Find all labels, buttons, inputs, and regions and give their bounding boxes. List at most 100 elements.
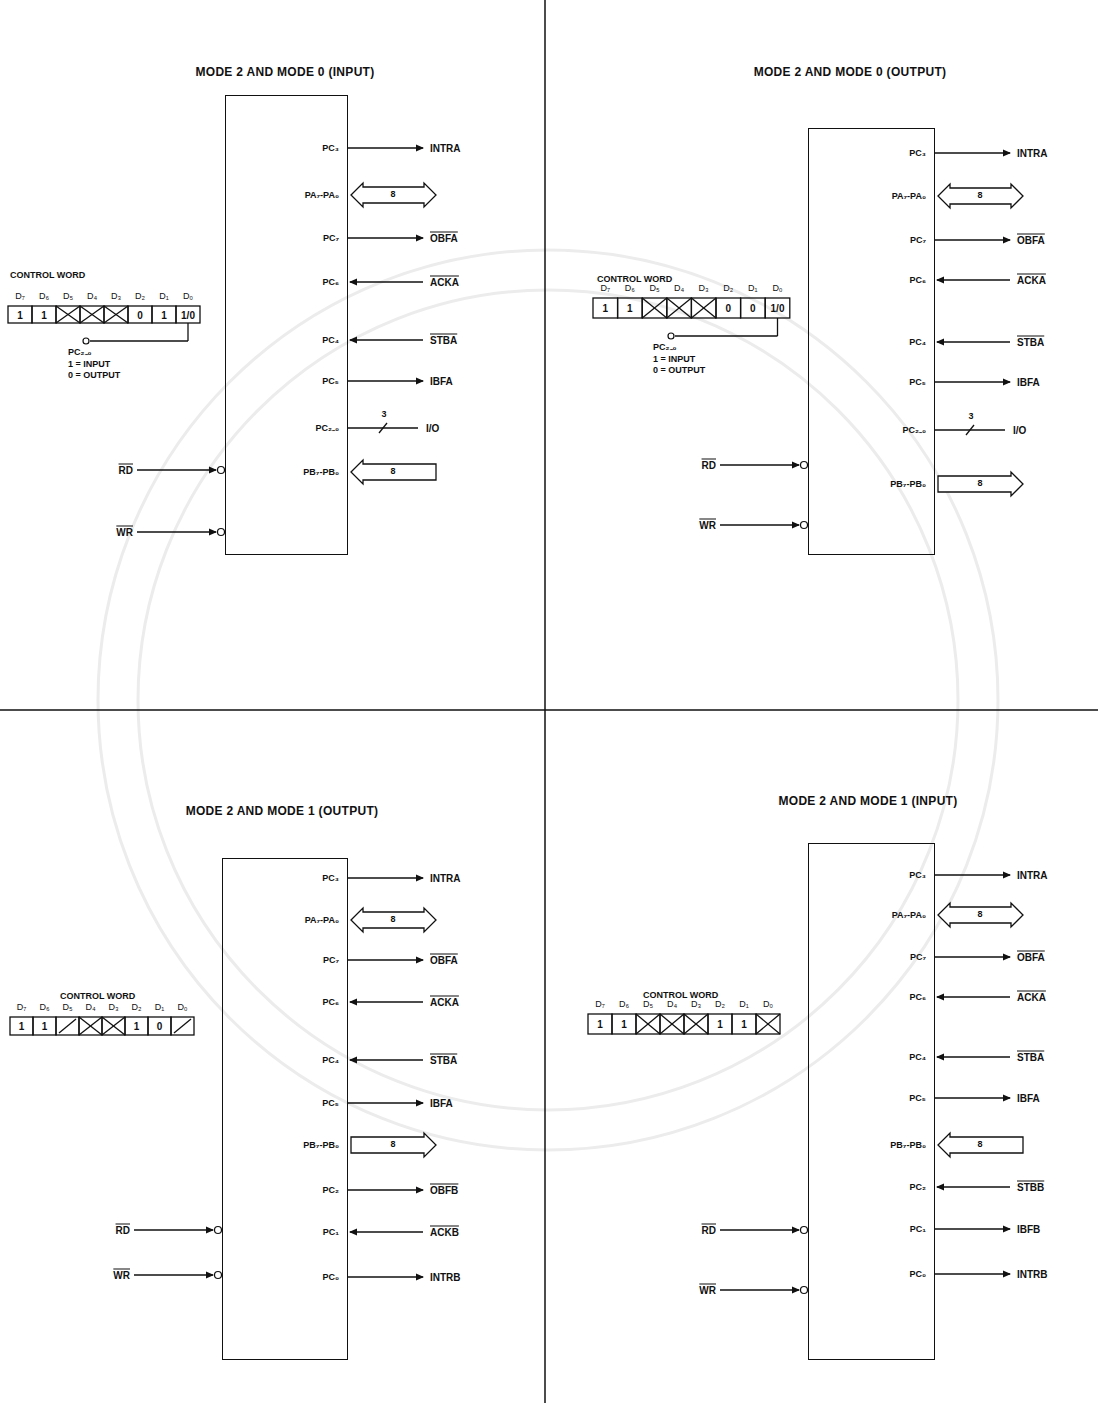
arrow-head (1003, 379, 1011, 386)
pin-name: PA₇-PA₀ (305, 191, 339, 201)
signal-name: ACKA (1017, 992, 1046, 1003)
bit-cell (10, 1017, 33, 1035)
arrow-head (416, 378, 424, 385)
arrow-head (416, 1187, 424, 1194)
wire (935, 1228, 1010, 1229)
wire (937, 996, 1010, 997)
bit-cell (765, 298, 790, 318)
mode-heading: MODE 2 AND MODE 1 (INPUT) (778, 795, 957, 808)
bit-value: 1 (741, 1019, 747, 1030)
arrow-head (206, 1227, 214, 1234)
bit-value: 0 (726, 303, 732, 314)
bus-width: 8 (976, 191, 983, 201)
cross-mark (756, 1014, 780, 1034)
arrow-head (416, 1100, 424, 1107)
mode-heading: MODE 2 AND MODE 1 (OUTPUT) (186, 805, 379, 818)
bit-value: 1 (134, 1021, 140, 1032)
bit-header: D₂ (723, 284, 733, 294)
signal-name: IBFA (430, 376, 453, 387)
bit-value: 1 (627, 303, 633, 314)
bit-cell (152, 306, 176, 323)
bit-header: D₀ (177, 1003, 187, 1013)
arrow-head (349, 1229, 357, 1236)
bit-value: 1 (597, 1019, 603, 1030)
terminal (668, 333, 674, 339)
arrow-head (936, 1054, 944, 1061)
cross-mark (636, 1014, 660, 1034)
arrow-head (349, 279, 357, 286)
pin-name: PA₇-PA₀ (892, 192, 926, 202)
cross-mark (667, 298, 692, 318)
bit-cell (8, 306, 32, 323)
cross-mark (56, 306, 80, 323)
pin-name: PC₂ (909, 1183, 926, 1193)
control-word-label: CONTROL WORD (10, 271, 85, 281)
bus-width: 8 (976, 910, 983, 920)
signal-name: OBFA (1017, 952, 1045, 963)
legend-note: 0 = OUTPUT (653, 366, 705, 376)
pin-name: PC₄ (909, 338, 926, 348)
bit-header: D₆ (625, 284, 635, 294)
arrow-head (416, 957, 424, 964)
cross-mark (104, 306, 128, 323)
bit-cell (691, 298, 716, 318)
bit-cell (128, 306, 152, 323)
cross-mark (642, 298, 667, 318)
wire (348, 1276, 423, 1277)
pin-name: PC₆ (322, 278, 339, 288)
arrow-head (792, 462, 800, 469)
legend-note: 0 = OUTPUT (68, 371, 120, 381)
bit-header: D₂ (715, 1000, 725, 1010)
bus-arrow (351, 460, 436, 484)
bus-slash (966, 425, 974, 435)
signal-name: INTRB (1017, 1269, 1048, 1280)
wire (348, 237, 423, 238)
bit-header: D₁ (159, 292, 169, 302)
bus-width: 8 (976, 479, 983, 489)
bit-value: 0 (157, 1021, 163, 1032)
pin-name: PC₂ (322, 1186, 339, 1196)
cross-mark (756, 1014, 780, 1034)
bit-header: D₃ (108, 1003, 118, 1013)
bit-header: D₀ (772, 284, 782, 294)
inversion-bubble (218, 529, 225, 536)
wire (720, 1289, 799, 1290)
bit-header: D₇ (601, 284, 611, 294)
wire (137, 469, 216, 470)
bus-slash (379, 423, 387, 433)
pin-name: PC₀ (909, 1270, 926, 1280)
wire (937, 1056, 1010, 1057)
bit-value: 1/0 (181, 309, 195, 320)
bus-arrow (351, 1133, 436, 1157)
pin-name: PB₇-PB₀ (890, 1141, 926, 1151)
signal-name: STBA (1017, 1052, 1044, 1063)
bit-header: D₀ (183, 292, 193, 302)
mode-heading: MODE 2 AND MODE 0 (INPUT) (195, 66, 374, 79)
bus-width: 8 (976, 1140, 983, 1150)
arrow-head (349, 337, 357, 344)
bit-cell (80, 306, 104, 323)
arrow-head (936, 994, 944, 1001)
wire (935, 874, 1010, 875)
strobe-input: WR (699, 1285, 716, 1296)
bit-value: 1 (19, 1021, 25, 1032)
bit-cell (176, 306, 200, 323)
strobe-input: WR (699, 520, 716, 531)
arrow-head (1003, 150, 1011, 157)
pin-name: PC₆ (322, 998, 339, 1008)
arrow-head (936, 1184, 944, 1191)
wire (137, 531, 216, 532)
cross-mark (660, 1014, 684, 1034)
signal-name: INTRA (1017, 148, 1048, 159)
watermark-seal (98, 250, 998, 1150)
wire (350, 1059, 423, 1060)
bit-value: 1 (603, 303, 609, 314)
wire (348, 1102, 423, 1103)
bit-cell (667, 298, 692, 318)
dont-care-mark (59, 1019, 76, 1033)
bit-cell (104, 306, 128, 323)
bit-cell (618, 298, 643, 318)
bit-cell (171, 1017, 194, 1035)
arrow-head (209, 529, 217, 536)
wire (935, 152, 1010, 153)
